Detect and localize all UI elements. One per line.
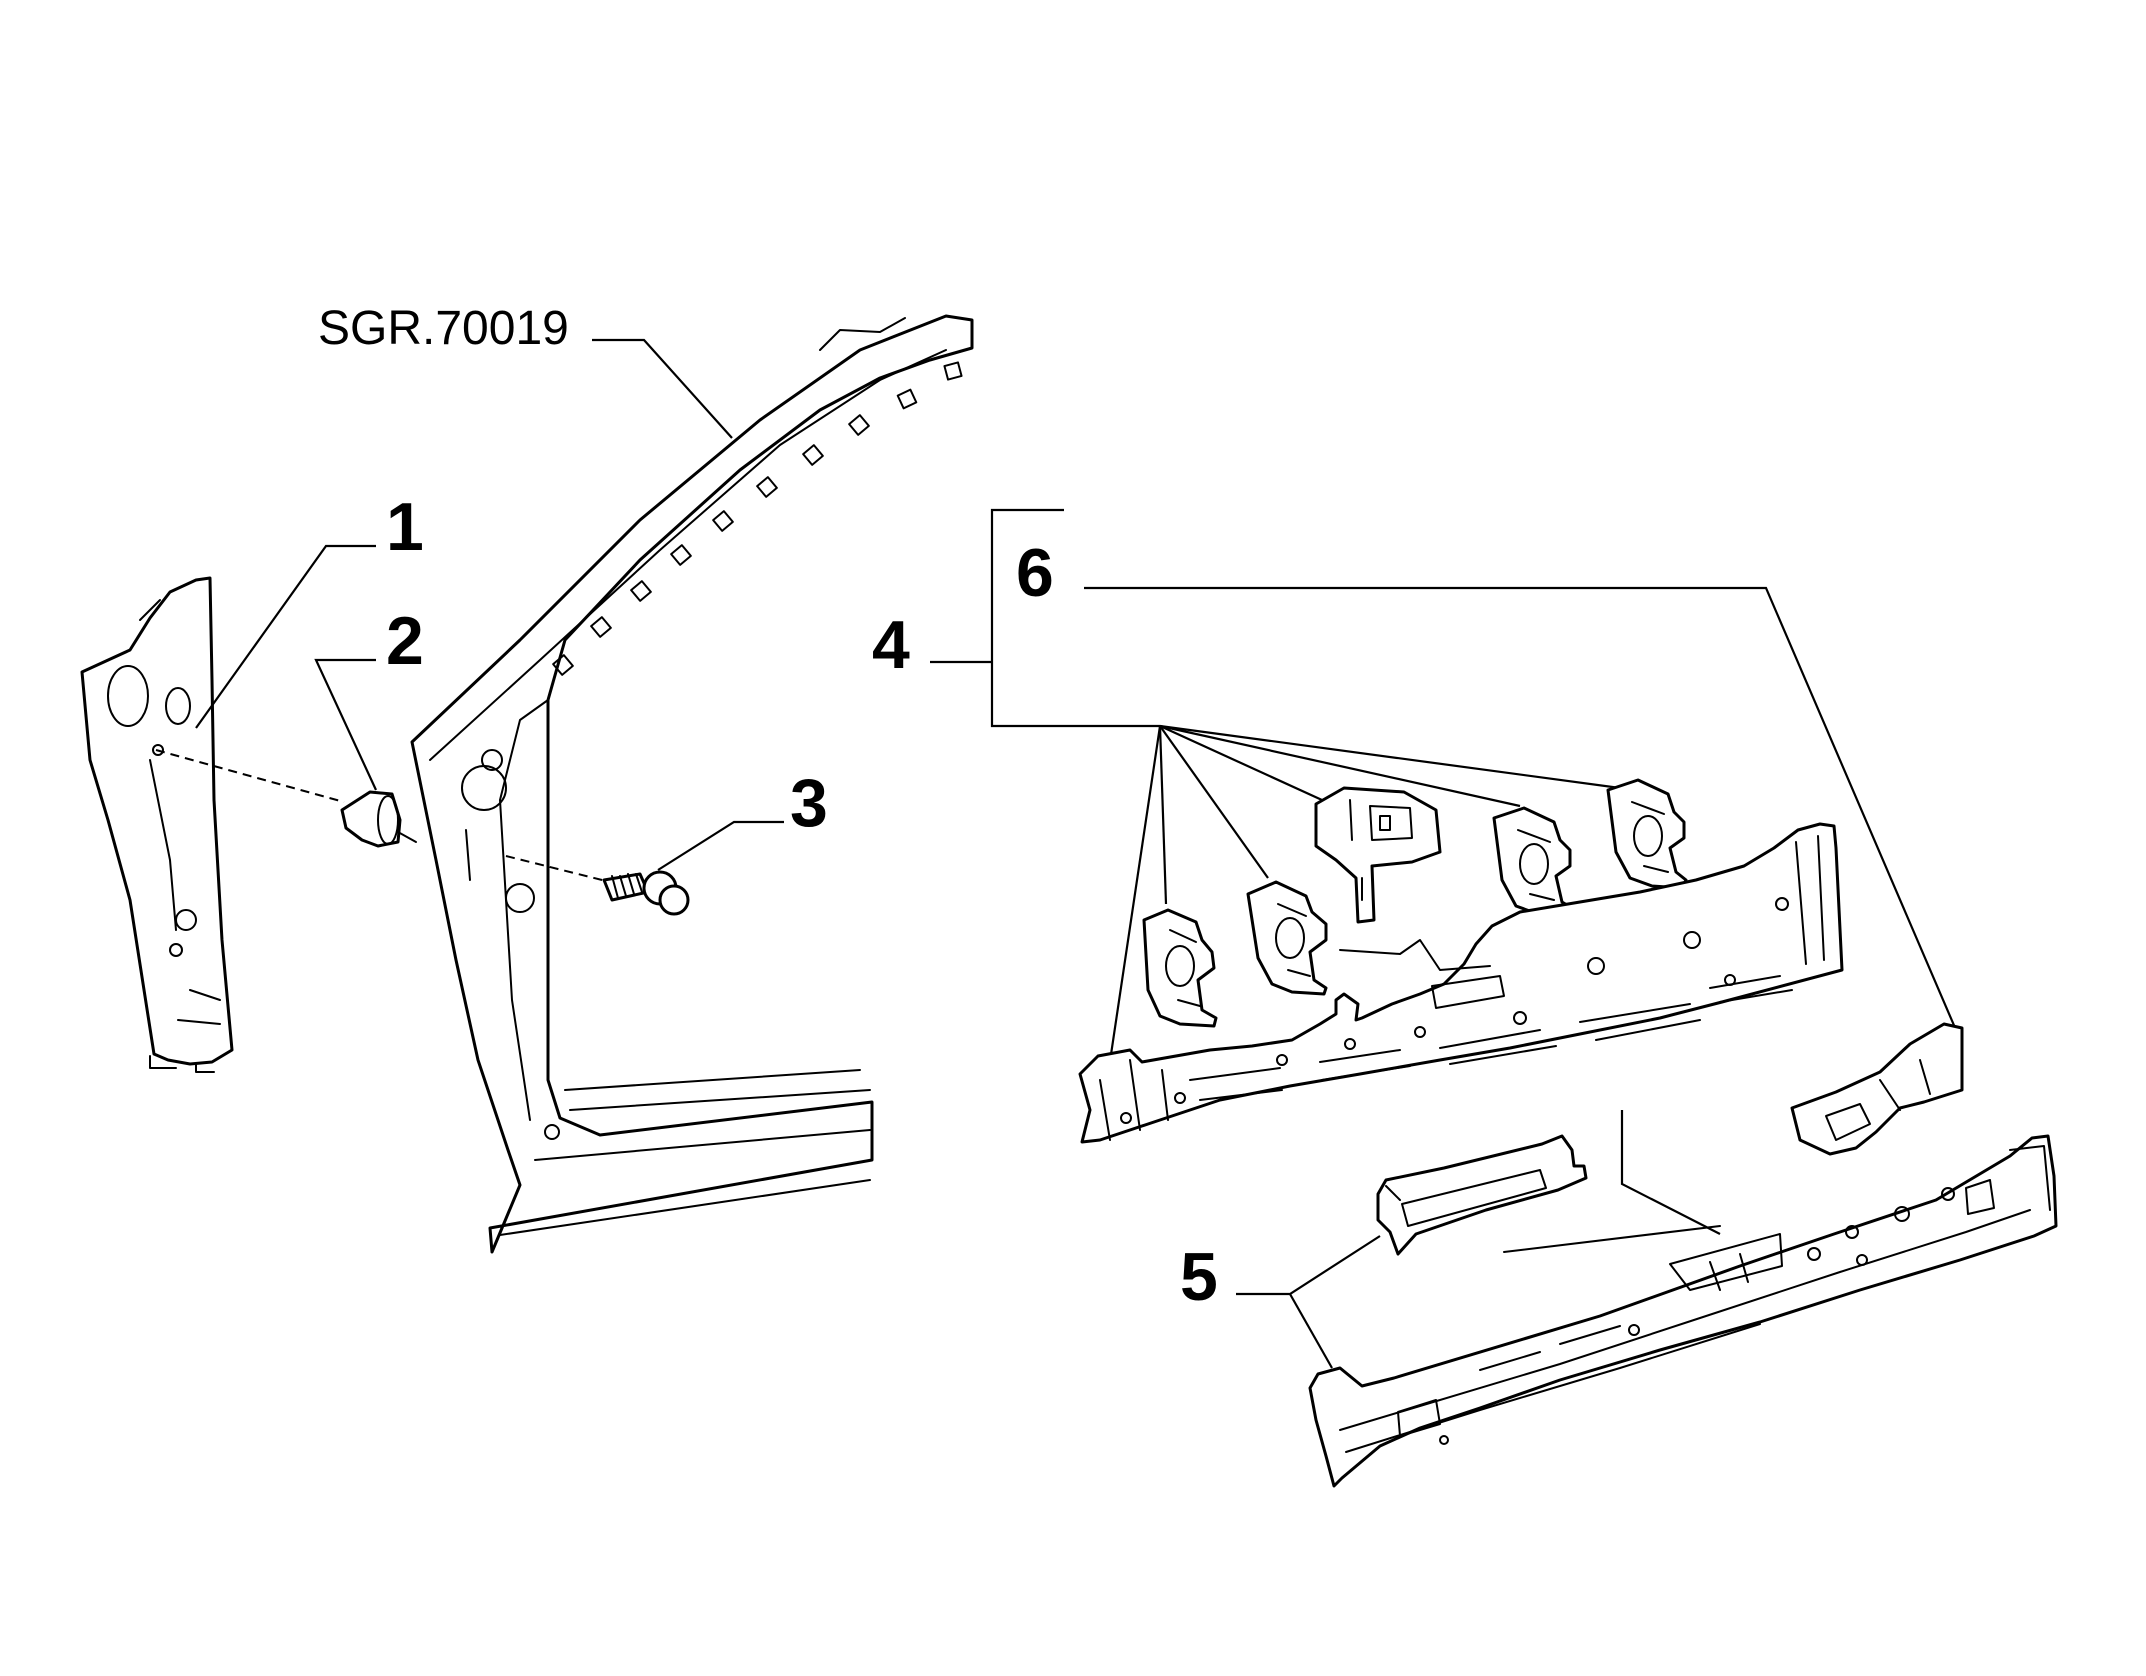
gusset-2 — [1246, 880, 1328, 996]
gusset-3-plate — [1314, 786, 1442, 924]
callout-6-label: 6 — [1016, 535, 1054, 611]
callout-5-leader-to-insert — [1236, 1235, 1381, 1296]
part-5-sill-insert — [1376, 1134, 1588, 1256]
gusset-4 — [1492, 806, 1574, 918]
part-3-bolt — [602, 870, 690, 916]
assembly-dashed-line-2 — [505, 855, 611, 883]
callout-1-label: 1 — [386, 489, 424, 565]
callout-3-label: 3 — [790, 765, 828, 841]
gusset-1 — [1142, 908, 1218, 1028]
part-5-outer-sill — [1308, 1134, 2058, 1488]
assembly-dashed-line-1 — [155, 749, 345, 803]
part-4-inner-sill-panel — [1078, 822, 1844, 1144]
gusset-leader-fan — [1104, 724, 1621, 1089]
callout-1-leader-line — [195, 544, 376, 729]
part-2-bushing — [340, 790, 417, 848]
reference-leader-line — [592, 338, 733, 439]
callout-5-label: 5 — [1180, 1239, 1218, 1315]
gusset-5 — [1606, 778, 1688, 890]
callout-4-bracket — [990, 508, 1160, 728]
callout-6-leader-line — [1084, 586, 1958, 1031]
callout-2-label: 2 — [386, 603, 424, 679]
callout-2-leader-line — [314, 658, 377, 791]
callout-3-leader-line — [657, 820, 784, 871]
rear-end-bracket — [1790, 1022, 1964, 1156]
part-1-pillar-reinforcement — [80, 576, 234, 1073]
insert-guide-line — [1620, 1110, 1721, 1235]
callout-4-label: 4 — [872, 607, 910, 683]
callout-5-leader-to-sill — [1289, 1293, 1333, 1369]
door-frame-pillar — [410, 314, 974, 1254]
reference-label: SGR.70019 — [318, 302, 569, 355]
